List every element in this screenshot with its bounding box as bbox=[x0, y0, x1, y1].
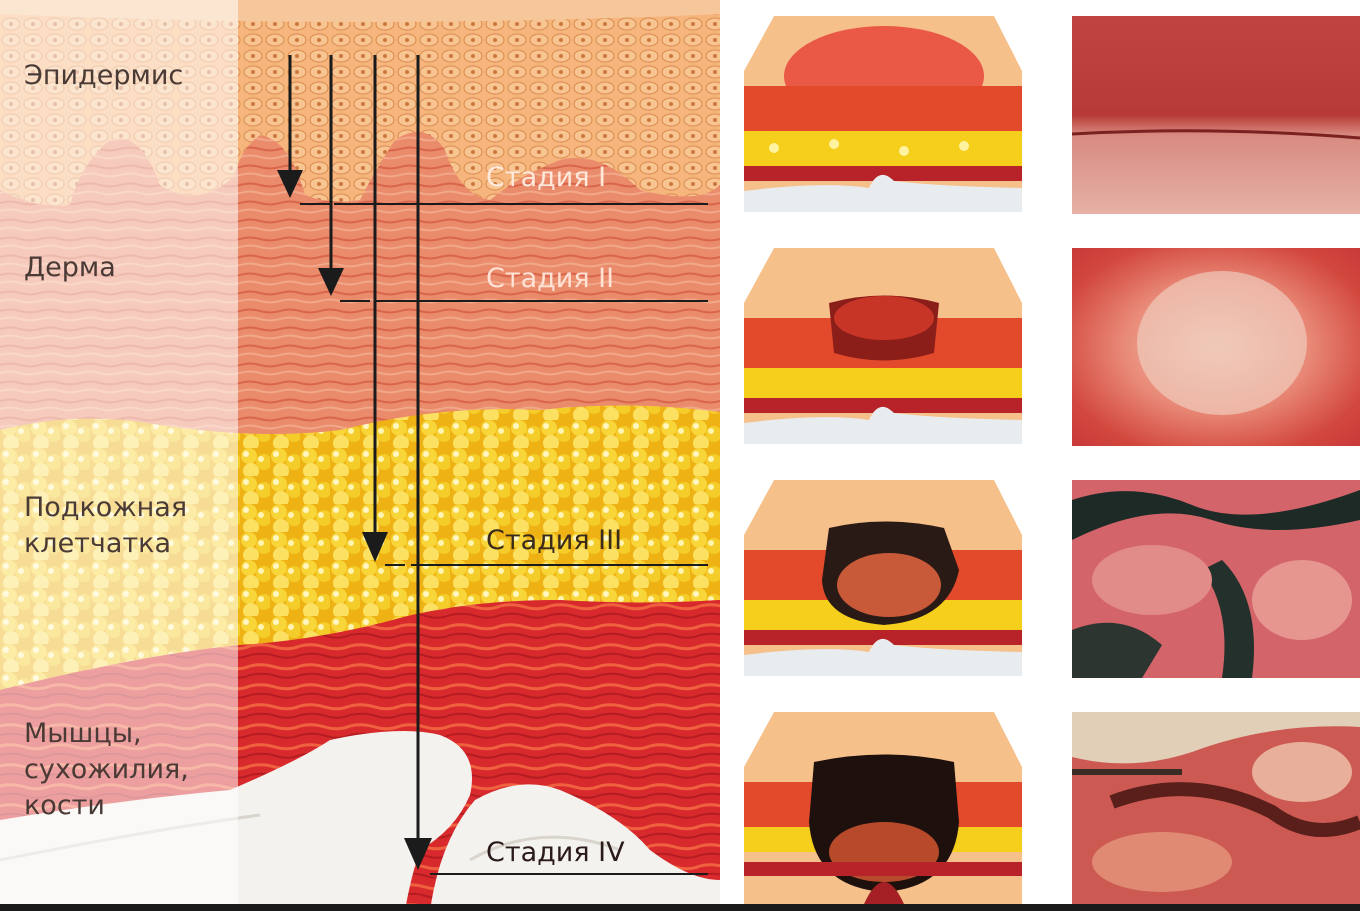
layer-label-muscles: Мышцы, сухожилия, кости bbox=[24, 716, 189, 824]
stage-label-3: Стадия III bbox=[486, 526, 622, 556]
stage-label-2: Стадия II bbox=[486, 264, 614, 294]
stage-4-photo bbox=[1072, 712, 1360, 904]
stage-2-photo bbox=[1072, 248, 1360, 446]
stage-label-1: Стадия I bbox=[486, 163, 606, 193]
bottom-border bbox=[0, 904, 1360, 911]
layer-label-subcutaneous: Подкожная клетчатка bbox=[24, 490, 187, 562]
stage-4-illustration bbox=[744, 712, 1022, 904]
stage-2-illustration bbox=[744, 248, 1022, 444]
stage-1-photo bbox=[1072, 16, 1360, 214]
layer-label-epidermis: Эпидермис bbox=[24, 58, 183, 94]
stage-3-illustration bbox=[744, 480, 1022, 676]
stage-3-photo bbox=[1072, 480, 1360, 678]
stage-label-4: Стадия IV bbox=[486, 838, 625, 868]
stage-1-illustration bbox=[744, 16, 1022, 212]
layer-label-dermis: Дерма bbox=[24, 250, 116, 286]
